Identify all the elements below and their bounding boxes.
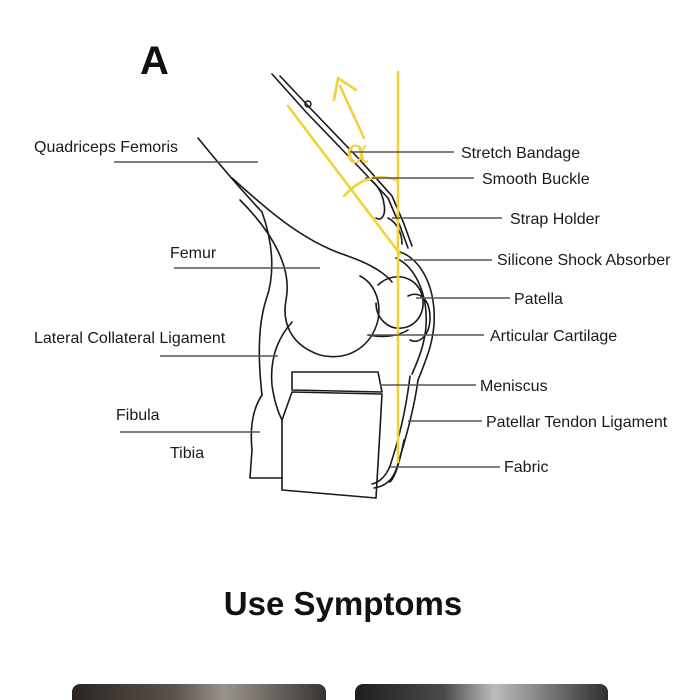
label-meniscus: Meniscus (480, 378, 548, 395)
label-patellar-tendon-ligament: Patellar Tendon Ligament (486, 414, 668, 431)
label-patella: Patella (514, 291, 563, 308)
posterior-back-contour (259, 212, 271, 395)
label-quadriceps-femoris: Quadriceps Femoris (34, 139, 178, 156)
femur-shape (240, 200, 379, 357)
direction-arrow-shaft (340, 86, 364, 138)
label-smooth-buckle: Smooth Buckle (482, 171, 590, 188)
tibia-shape (282, 392, 382, 498)
lateral-ligament-outline (272, 322, 292, 420)
thigh-shape (232, 178, 345, 255)
femur-inner-line (345, 255, 392, 282)
angle-guides (288, 72, 400, 462)
label-tibia: Tibia (170, 445, 204, 462)
femoral-condyle (376, 277, 423, 328)
panel-letter: A (140, 39, 169, 83)
section-heading: Use Symptoms (0, 585, 686, 623)
label-silicone-shock-absorber: Silicone Shock Absorber (497, 252, 671, 269)
photo-thumbnail-left[interactable] (72, 684, 326, 700)
label-femur: Femur (170, 245, 217, 262)
leader-lines (114, 152, 510, 467)
thigh-front-surface (198, 138, 262, 212)
label-lateral-collateral-ligament: Lateral Collateral Ligament (34, 330, 226, 347)
label-fabric: Fabric (504, 459, 548, 476)
photo-thumbnail-right[interactable] (355, 684, 608, 700)
label-fibula: Fibula (116, 407, 160, 424)
meniscus-shape (292, 372, 382, 392)
label-articular-cartilage: Articular Cartilage (490, 328, 617, 345)
knee-anatomy-diagram: A α (0, 0, 700, 580)
label-stretch-bandage: Stretch Bandage (461, 145, 580, 162)
label-strap-holder: Strap Holder (510, 211, 600, 228)
brace-strap-outer (272, 74, 408, 248)
strap-direction-line (288, 106, 400, 254)
silicone-absorber-inner (396, 258, 426, 374)
